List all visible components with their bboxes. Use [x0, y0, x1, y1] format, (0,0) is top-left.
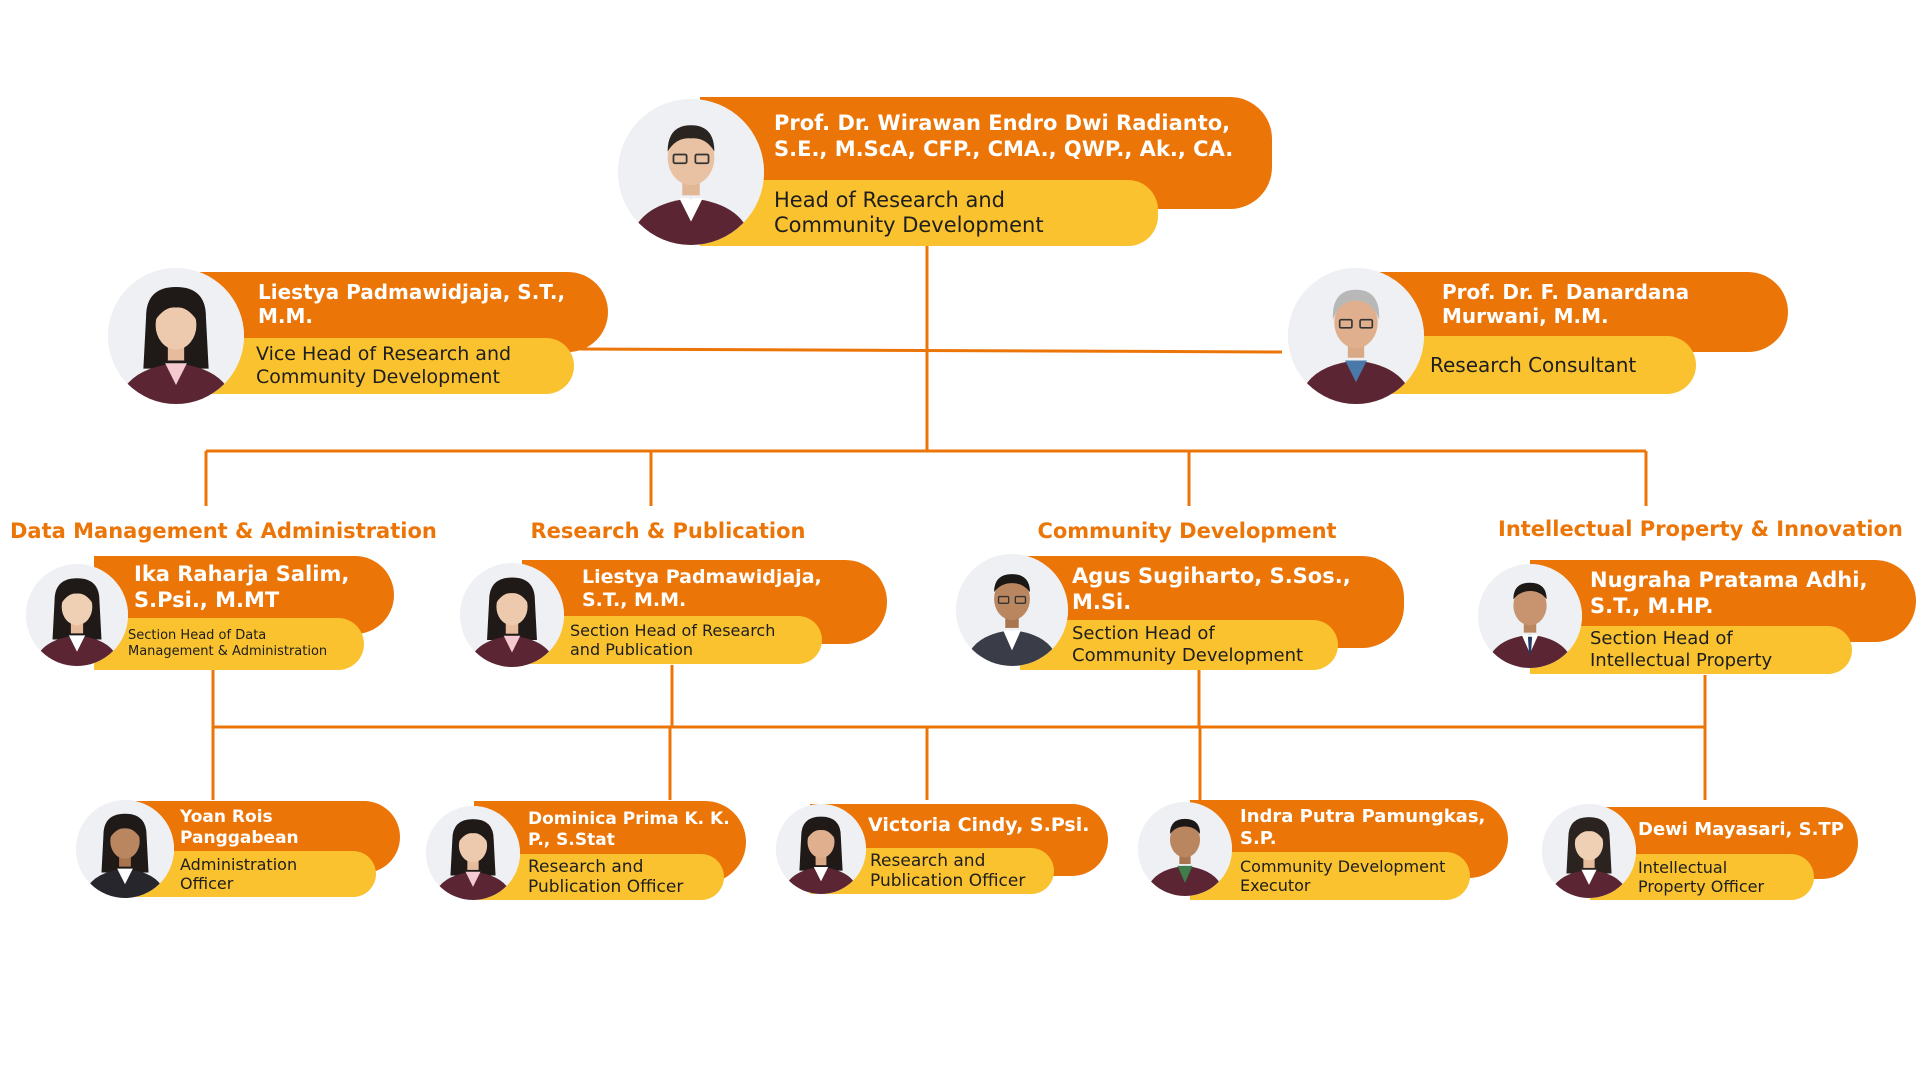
- section-head-1-photo: [26, 564, 128, 666]
- consultant-photo: [1288, 268, 1424, 404]
- connector-vice-consultant: [579, 347, 1283, 354]
- officer-2-role: Research and Publication Officer: [528, 856, 684, 897]
- section-head-3-role: Section Head of Community Development: [1072, 623, 1304, 666]
- portrait-photo-woman: [76, 800, 174, 898]
- section-head-2-photo: [460, 563, 564, 667]
- officer-4-role: Community Development Executor: [1240, 856, 1446, 895]
- consultant-name: Prof. Dr. F. Danardana Murwani, M.M.: [1442, 280, 1690, 329]
- portrait-photo-man-glasses: [1288, 268, 1424, 404]
- portrait-photo-woman: [776, 804, 866, 894]
- officer-5-name: Dewi Mayasari, S.TP: [1638, 819, 1844, 840]
- officer-3-role: Research and Publication Officer: [870, 850, 1026, 891]
- consultant-role-pill: Research Consultant: [1370, 336, 1696, 394]
- officer-4-role-pill: Community Development Executor: [1190, 852, 1470, 900]
- vice-head-role-pill: Vice Head of Research and Community Deve…: [190, 338, 574, 394]
- section-head-1-role-pill: Section Head of Data Management & Admini…: [94, 618, 364, 670]
- section-head-2-role: Section Head of Research and Publication: [570, 620, 776, 659]
- head-photo: [618, 99, 764, 245]
- officer-1-name: Yoan Rois Panggabean: [180, 807, 299, 848]
- officer-2-name: Dominica Prima K. K. P., S.Stat: [528, 809, 730, 850]
- officer-2-photo: [426, 806, 520, 900]
- head-role: Head of Research and Community Developme…: [774, 187, 1044, 237]
- section-head-4-role-pill: Section Head of Intellectual Property: [1530, 626, 1852, 674]
- consultant-role: Research Consultant: [1430, 353, 1637, 377]
- head-name: Prof. Dr. Wirawan Endro Dwi Radianto, S.…: [774, 111, 1234, 161]
- officer-1-role: Administration Officer: [180, 854, 298, 893]
- dept-title-data-management: Data Management & Administration: [10, 519, 437, 543]
- vice-head-name: Liestya Padmawidjaja, S.T., M.M.: [258, 280, 566, 329]
- portrait-photo-woman: [108, 268, 244, 404]
- officer-3-photo: [776, 804, 866, 894]
- officer-1-photo: [76, 800, 174, 898]
- section-head-3-photo: [956, 554, 1068, 666]
- section-head-3-role-pill: Section Head of Community Development: [1020, 620, 1338, 670]
- portrait-photo-man: [1138, 802, 1232, 896]
- vice-head-photo: [108, 268, 244, 404]
- portrait-photo-man: [956, 554, 1068, 666]
- section-head-4-role: Section Head of Intellectual Property: [1590, 628, 1773, 671]
- dept-title-research-publication: Research & Publication: [530, 519, 806, 543]
- section-head-2-role-pill: Section Head of Research and Publication: [522, 616, 822, 664]
- dept-title-intellectual-property: Intellectual Property & Innovation: [1498, 517, 1903, 541]
- officer-3-name: Victoria Cindy, S.Psi.: [868, 814, 1090, 836]
- portrait-photo-woman: [460, 563, 564, 667]
- section-head-1-role: Section Head of Data Management & Admini…: [128, 628, 328, 659]
- officer-5-role: Intellectual Property Officer: [1638, 857, 1765, 896]
- head-role-pill: Head of Research and Community Developme…: [700, 180, 1158, 246]
- portrait-photo-woman: [426, 806, 520, 900]
- vice-head-role: Vice Head of Research and Community Deve…: [256, 343, 512, 388]
- section-head-3-name: Agus Sugiharto, S.Sos., M.Si.: [1072, 564, 1351, 614]
- officer-5-photo: [1542, 804, 1636, 898]
- portrait-photo-woman: [26, 564, 128, 666]
- section-head-2-name: Liestya Padmawidjaja, S.T., M.M.: [582, 566, 822, 612]
- officer-4-photo: [1138, 802, 1232, 896]
- dept-title-community-development: Community Development: [1037, 519, 1337, 543]
- portrait-photo-man-glasses: [618, 99, 764, 245]
- portrait-photo-man: [1478, 564, 1582, 668]
- portrait-photo-woman: [1542, 804, 1636, 898]
- officer-4-name: Indra Putra Pamungkas, S.P.: [1240, 806, 1486, 849]
- section-head-4-name: Nugraha Pratama Adhi, S.T., M.HP.: [1590, 568, 1868, 618]
- section-head-4-photo: [1478, 564, 1582, 668]
- section-head-1-name: Ika Raharja Salim, S.Psi., M.MT: [134, 562, 350, 612]
